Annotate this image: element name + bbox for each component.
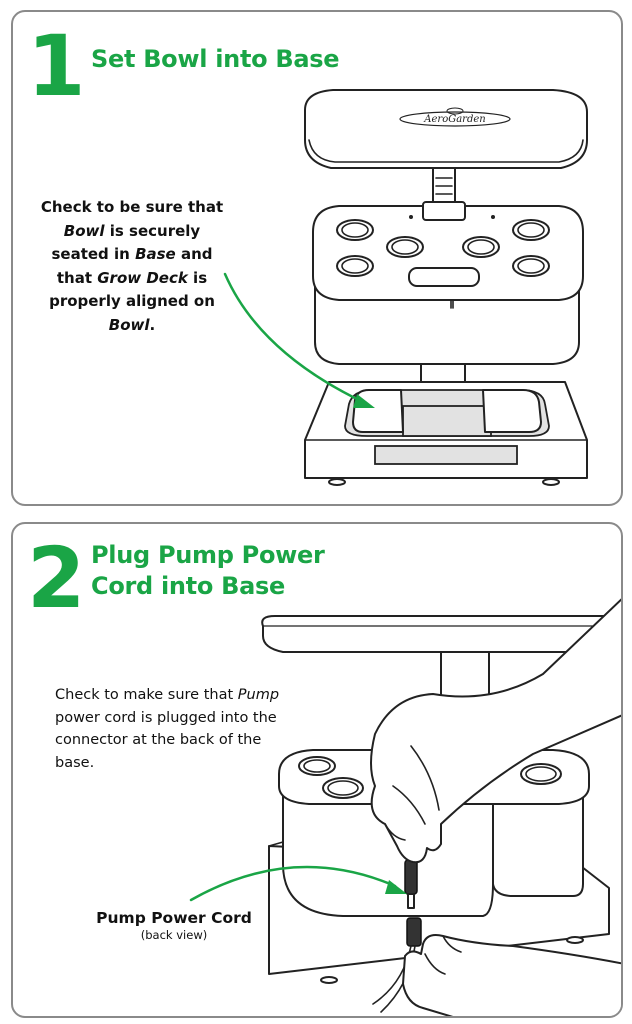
base-term: Base <box>135 245 176 263</box>
lower-hand <box>402 934 621 1016</box>
step-1-number: 1 <box>27 17 86 115</box>
step-1-instructions: Check to be sure that Bowl is securely s… <box>39 196 225 337</box>
bowl-term: Bowl <box>108 315 150 334</box>
note-text: and that <box>56 245 213 287</box>
aerogarden-lid: AeroGarden <box>304 89 588 169</box>
note-text: . <box>149 315 156 334</box>
bowl-term: Bowl <box>63 221 105 240</box>
step-2-panel: 2 Plug Pump Power Cord into Base Check t… <box>11 522 623 1018</box>
note-text: is securely seated in <box>51 221 201 264</box>
pump-term: Pump <box>237 687 280 703</box>
step-2-title: Plug Pump Power Cord into Base <box>91 540 325 602</box>
lamp-hood <box>261 615 621 701</box>
upper-hand <box>370 598 621 864</box>
pointer-arrow <box>223 272 375 408</box>
aerogarden-logo: AeroGarden <box>423 114 485 125</box>
note-text: power cord is plugged into the connector… <box>55 709 277 771</box>
aerogarden-base <box>304 363 588 486</box>
note-text: Check to make sure that <box>55 687 238 703</box>
step-2-number: 2 <box>27 529 86 627</box>
note-text: is properly aligned on <box>49 268 215 311</box>
step-2-title-line-2: Cord into Base <box>91 572 285 600</box>
pump-cord-illustration <box>189 598 621 1016</box>
bowl-into-base-illustration: AeroGarden <box>223 89 588 486</box>
bowl-with-grow-deck <box>312 201 584 365</box>
step-1-title: Set Bowl into Base <box>91 45 340 73</box>
pointer-arrow <box>189 865 407 902</box>
pump-power-cord-label: Pump Power Cord (back view) <box>79 908 269 942</box>
step-1-panel: AeroGarden <box>11 10 623 506</box>
grow-deck-term: Grow Deck <box>97 268 188 287</box>
cord-label-sub: (back view) <box>140 928 208 942</box>
cord-label-main: Pump Power Cord <box>96 909 252 927</box>
step-2-instructions: Check to make sure that Pump power cord … <box>55 684 295 774</box>
note-text: Check to be sure that <box>40 198 224 216</box>
pump-power-cord <box>372 859 422 1013</box>
step-2-title-line-1: Plug Pump Power <box>91 541 325 569</box>
